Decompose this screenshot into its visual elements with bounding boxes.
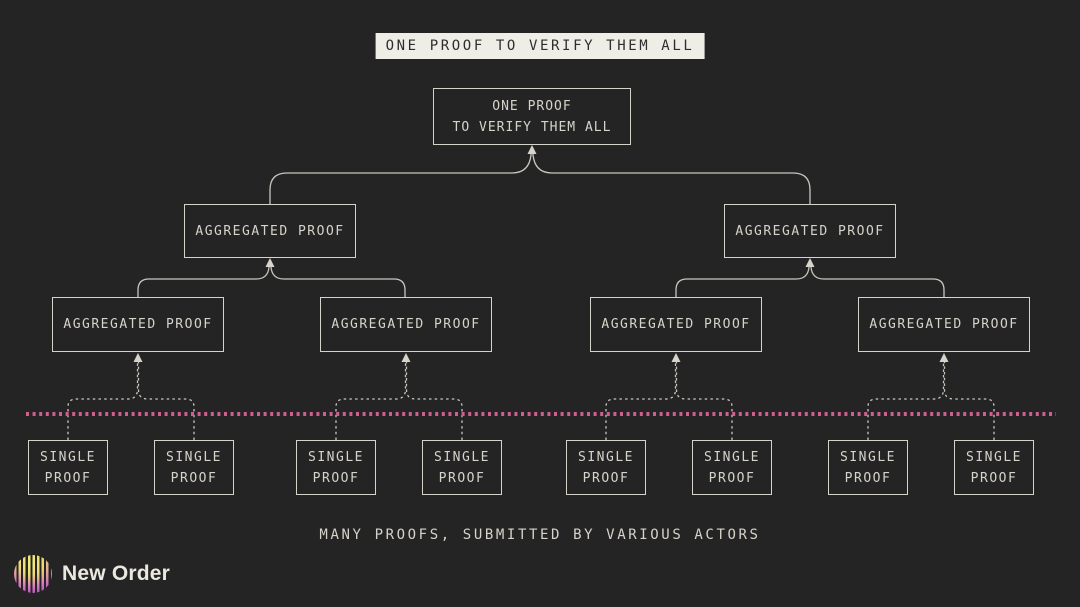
arrow-up-icon — [671, 353, 681, 362]
aggregated-proof-node: AGGREGATED PROOF — [858, 297, 1030, 352]
aggregated-proof-node: AGGREGATED PROOF — [320, 297, 492, 352]
connector-l3a-right — [137, 362, 195, 440]
connector-l3b-right — [405, 362, 463, 440]
arrow-up-icon — [133, 353, 143, 362]
connector-l3d-right — [943, 362, 995, 440]
title-banner: ONE PROOF TO VERIFY THEM ALL — [375, 33, 705, 59]
single-proof-node: SINGLE PROOF — [154, 440, 234, 495]
single-proof-line1: SINGLE — [434, 449, 490, 465]
single-proof-node: SINGLE PROOF — [422, 440, 502, 495]
arrow-up-icon — [265, 258, 275, 267]
connector-l2b-left — [675, 263, 810, 297]
root-connectors — [269, 150, 811, 204]
single-proof-line1: SINGLE — [166, 449, 222, 465]
connector-l2a-left — [137, 263, 270, 297]
root-node-line1: ONE PROOF — [492, 98, 572, 114]
single-proof-line1: SINGLE — [704, 449, 760, 465]
connector-root-left — [269, 150, 532, 204]
single-proof-line1: SINGLE — [308, 449, 364, 465]
aggregated-proof-node: AGGREGATED PROOF — [590, 297, 762, 352]
connector-l3c-left — [605, 362, 677, 440]
arrow-up-icon — [939, 353, 949, 362]
single-proof-line1: SINGLE — [578, 449, 634, 465]
arrow-up-icon — [527, 145, 537, 154]
single-proof-node: SINGLE PROOF — [28, 440, 108, 495]
aggregated-proof-node: AGGREGATED PROOF — [52, 297, 224, 352]
single-proof-node: SINGLE PROOF — [954, 440, 1034, 495]
single-proof-node: SINGLE PROOF — [566, 440, 646, 495]
aggregated-proof-node: AGGREGATED PROOF — [724, 204, 896, 258]
aggregated-proof-node: AGGREGATED PROOF — [184, 204, 356, 258]
level2-connectors — [137, 263, 945, 297]
connector-l3a-left — [67, 362, 139, 440]
single-proof-line2: PROOF — [44, 470, 92, 486]
single-proof-line2: PROOF — [582, 470, 630, 486]
level3-connectors — [67, 362, 995, 440]
single-proof-line2: PROOF — [970, 470, 1018, 486]
new-order-logo: New Order — [14, 555, 170, 593]
connector-l3b-left — [335, 362, 407, 440]
single-proof-line2: PROOF — [844, 470, 892, 486]
connector-root-right — [532, 150, 811, 204]
single-proof-node: SINGLE PROOF — [296, 440, 376, 495]
single-proof-line1: SINGLE — [840, 449, 896, 465]
connector-l2b-right — [810, 263, 945, 297]
single-proof-line2: PROOF — [438, 470, 486, 486]
caption: MANY PROOFS, SUBMITTED BY VARIOUS ACTORS — [319, 527, 761, 543]
connector-l2a-right — [270, 263, 406, 297]
root-node: ONE PROOF TO VERIFY THEM ALL — [433, 88, 631, 145]
connector-l3d-left — [867, 362, 945, 440]
single-proof-node: SINGLE PROOF — [692, 440, 772, 495]
single-proof-node: SINGLE PROOF — [828, 440, 908, 495]
arrow-up-icon — [805, 258, 815, 267]
single-proof-line2: PROOF — [312, 470, 360, 486]
new-order-logo-text: New Order — [62, 562, 170, 585]
connector-l3c-right — [675, 362, 733, 440]
single-proof-line2: PROOF — [170, 470, 218, 486]
single-proof-line1: SINGLE — [40, 449, 96, 465]
single-proof-line2: PROOF — [708, 470, 756, 486]
arrow-up-icon — [401, 353, 411, 362]
single-proof-line1: SINGLE — [966, 449, 1022, 465]
new-order-logo-icon — [14, 555, 52, 593]
root-node-line2: TO VERIFY THEM ALL — [452, 119, 612, 135]
